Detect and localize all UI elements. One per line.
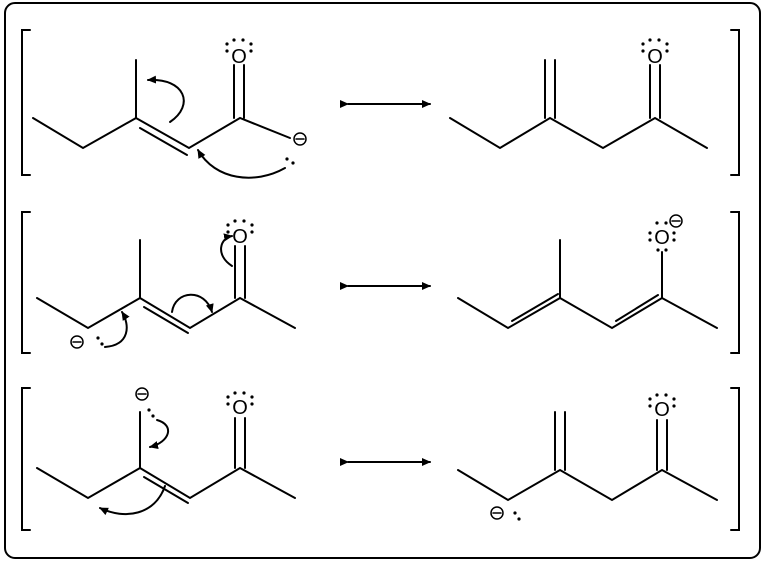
curved-arrow — [197, 149, 286, 179]
curved-arrow — [149, 419, 169, 449]
left-bracket — [21, 29, 31, 176]
double-bond-inner — [615, 294, 659, 322]
curved-arrow — [99, 485, 166, 516]
negative-charge — [293, 132, 307, 146]
resonance-row-2: O O — [21, 211, 740, 354]
carbonyl-bond — [234, 417, 246, 469]
skeletal-structure-right — [449, 116, 708, 150]
outer-frame — [4, 2, 761, 559]
lone-pair-dots — [96, 219, 254, 346]
lone-pair-dots — [648, 221, 676, 252]
carbonyl-bond — [656, 419, 668, 471]
curved-arrow — [171, 293, 214, 313]
skeletal-structure-left — [36, 239, 296, 330]
lone-pair-dots — [225, 38, 295, 165]
lone-pair-dots — [513, 393, 676, 521]
carbonyl-bond — [233, 64, 245, 119]
lone-pair-dots — [147, 391, 254, 418]
right-bracket — [730, 387, 740, 531]
right-bracket — [730, 29, 740, 176]
oxygen-atom: O — [232, 397, 248, 419]
curved-arrow — [104, 311, 130, 348]
oxygen-atom: O — [231, 46, 247, 68]
double-bond-inner — [143, 476, 189, 504]
double-bond-inner — [143, 306, 189, 334]
skeletal-structure-right — [457, 239, 718, 330]
carbonyl-bond — [649, 64, 661, 119]
oxygen-atom: O — [232, 226, 248, 248]
skeletal-structure-left — [32, 59, 291, 150]
lone-pair-dots — [641, 38, 669, 53]
right-bracket — [730, 211, 740, 354]
oxygen-atom: O — [654, 227, 670, 249]
left-bracket — [21, 211, 31, 354]
carbonyl-bond — [234, 245, 246, 299]
oxygen-atom: O — [654, 399, 670, 421]
resonance-row-1: O O — [21, 29, 740, 179]
oxygen-atom: O — [647, 46, 663, 68]
curved-arrow — [147, 75, 185, 123]
resonance-row-3: O O — [21, 387, 740, 531]
negative-charge — [669, 214, 683, 228]
negative-charge — [490, 506, 504, 520]
negative-charge — [135, 387, 149, 401]
left-bracket — [21, 387, 31, 531]
negative-charge — [70, 335, 84, 349]
double-bond-inner — [139, 127, 188, 156]
exocyclic-double-bond — [544, 59, 556, 119]
skeletal-structure-left — [36, 411, 296, 500]
double-bond-inner — [511, 293, 559, 322]
exocyclic-double-bond — [554, 411, 566, 471]
curved-arrow — [220, 233, 233, 267]
skeletal-structure-right — [457, 468, 718, 502]
